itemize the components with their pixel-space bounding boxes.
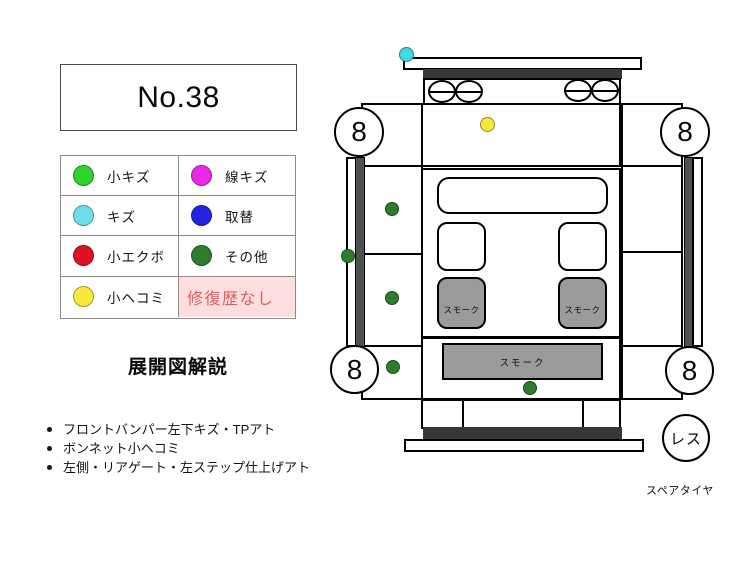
rear-left-window-smoked: スモーク — [437, 277, 486, 329]
legend-dot-icon — [73, 245, 94, 267]
right-rear-fender-divider — [623, 345, 681, 347]
wheel-size: 8 — [677, 116, 693, 147]
left-fender-divider — [363, 165, 421, 167]
tailgate-panel — [421, 399, 621, 429]
smoke-label: スモーク — [443, 305, 480, 315]
front-right-wheel: 8 — [660, 107, 710, 157]
legend-item: 小キズ — [61, 156, 179, 197]
inspection-note: フロントバンパー左下キズ・TPアト — [45, 420, 345, 439]
legend-dot-icon — [191, 165, 212, 187]
damage-marker-その他 — [386, 360, 400, 374]
damage-marker-その他 — [523, 381, 537, 395]
rear-bumper — [404, 439, 644, 452]
no-repair-history-badge: 修復歴なし — [179, 276, 295, 317]
damage-legend-table: 小キズ 線キズキズ 取替小エクボ その他小ヘコミ修復歴なし — [60, 155, 296, 319]
inspection-note: 左側・リアゲート・左ステップ仕上げアト — [45, 458, 345, 477]
headlight-icon — [455, 80, 483, 103]
spare-tire-less-label: レス — [669, 430, 702, 448]
smoke-label: スモーク — [499, 357, 546, 369]
bullet-icon — [47, 446, 52, 451]
legend-dot-icon — [73, 165, 94, 187]
wheel-size: 8 — [346, 353, 363, 385]
legend-dot-icon — [73, 205, 94, 227]
front-left-wheel: 8 — [334, 107, 384, 157]
bullet-icon — [47, 427, 52, 432]
left-door-divider — [363, 253, 421, 255]
legend-label: 小エクボ — [107, 249, 165, 265]
wheel-size: 8 — [351, 116, 367, 147]
legend-label: 取替 — [225, 209, 254, 225]
legend-label: 小キズ — [107, 169, 151, 185]
right-rocker-strip — [692, 157, 703, 347]
legend-item: その他 — [179, 236, 295, 277]
spare-tire-less-badge: レス — [662, 414, 710, 462]
legend-item: 取替 — [179, 196, 295, 237]
headlight-icon — [564, 79, 592, 102]
front-right-window — [558, 222, 607, 271]
hood-panel — [421, 103, 621, 167]
inspection-notes-list: フロントバンパー左下キズ・TPアトボンネット小ヘコミ左側・リアゲート・左ステップ… — [45, 420, 345, 477]
left-rear-fender-divider — [363, 345, 421, 347]
legend-dot-icon — [191, 245, 212, 267]
legend-label: その他 — [225, 249, 269, 265]
legend-item: 線キズ — [179, 156, 295, 197]
right-fender-divider — [623, 165, 681, 167]
legend-label: 小ヘコミ — [107, 290, 165, 306]
rear-trim-bar — [423, 427, 622, 439]
legend-item: 小エクボ — [61, 236, 179, 277]
inspection-note: ボンネット小ヘコミ — [45, 439, 345, 458]
sheet-number-box: No.38 — [60, 64, 297, 131]
headlight-icon — [428, 80, 456, 103]
damage-marker-その他 — [341, 249, 355, 263]
damage-marker-その他 — [385, 291, 399, 305]
damage-marker-キズ — [398, 46, 414, 62]
right-side-panel — [621, 103, 683, 400]
spare-tire-caption: スペアタイヤ — [646, 485, 714, 497]
windshield — [437, 177, 608, 214]
wheel-size: 8 — [681, 354, 698, 386]
legend-item: 小ヘコミ — [61, 276, 179, 317]
sheet-number: No.38 — [137, 80, 220, 114]
damage-marker-小ヘコミ — [479, 116, 495, 132]
rear-left-wheel: 8 — [330, 345, 379, 394]
rear-right-window-smoked: スモーク — [558, 277, 607, 329]
rear-window-smoked: スモーク — [442, 343, 603, 380]
headlight-icon — [591, 79, 619, 102]
tailgate-divider — [582, 401, 584, 427]
section-heading: 展開図解説 — [127, 357, 228, 378]
legend-item: キズ — [61, 196, 179, 237]
legend-dot-icon — [73, 286, 94, 308]
inspection-notes: フロントバンパー左下キズ・TPアトボンネット小ヘコミ左側・リアゲート・左ステップ… — [45, 420, 345, 477]
front-left-window — [437, 222, 486, 271]
rear-right-wheel: 8 — [665, 346, 714, 395]
headlight-panel — [423, 78, 621, 106]
bullet-icon — [47, 465, 52, 470]
tailgate-divider — [462, 401, 464, 427]
left-step-strip — [355, 157, 365, 347]
legend-label: 線キズ — [225, 169, 269, 185]
legend-dot-icon — [191, 205, 212, 227]
right-door-divider — [623, 251, 681, 253]
legend-label: キズ — [107, 209, 136, 225]
smoke-label: スモーク — [564, 305, 601, 315]
front-grille-bar — [423, 69, 622, 79]
damage-marker-その他 — [385, 202, 399, 216]
